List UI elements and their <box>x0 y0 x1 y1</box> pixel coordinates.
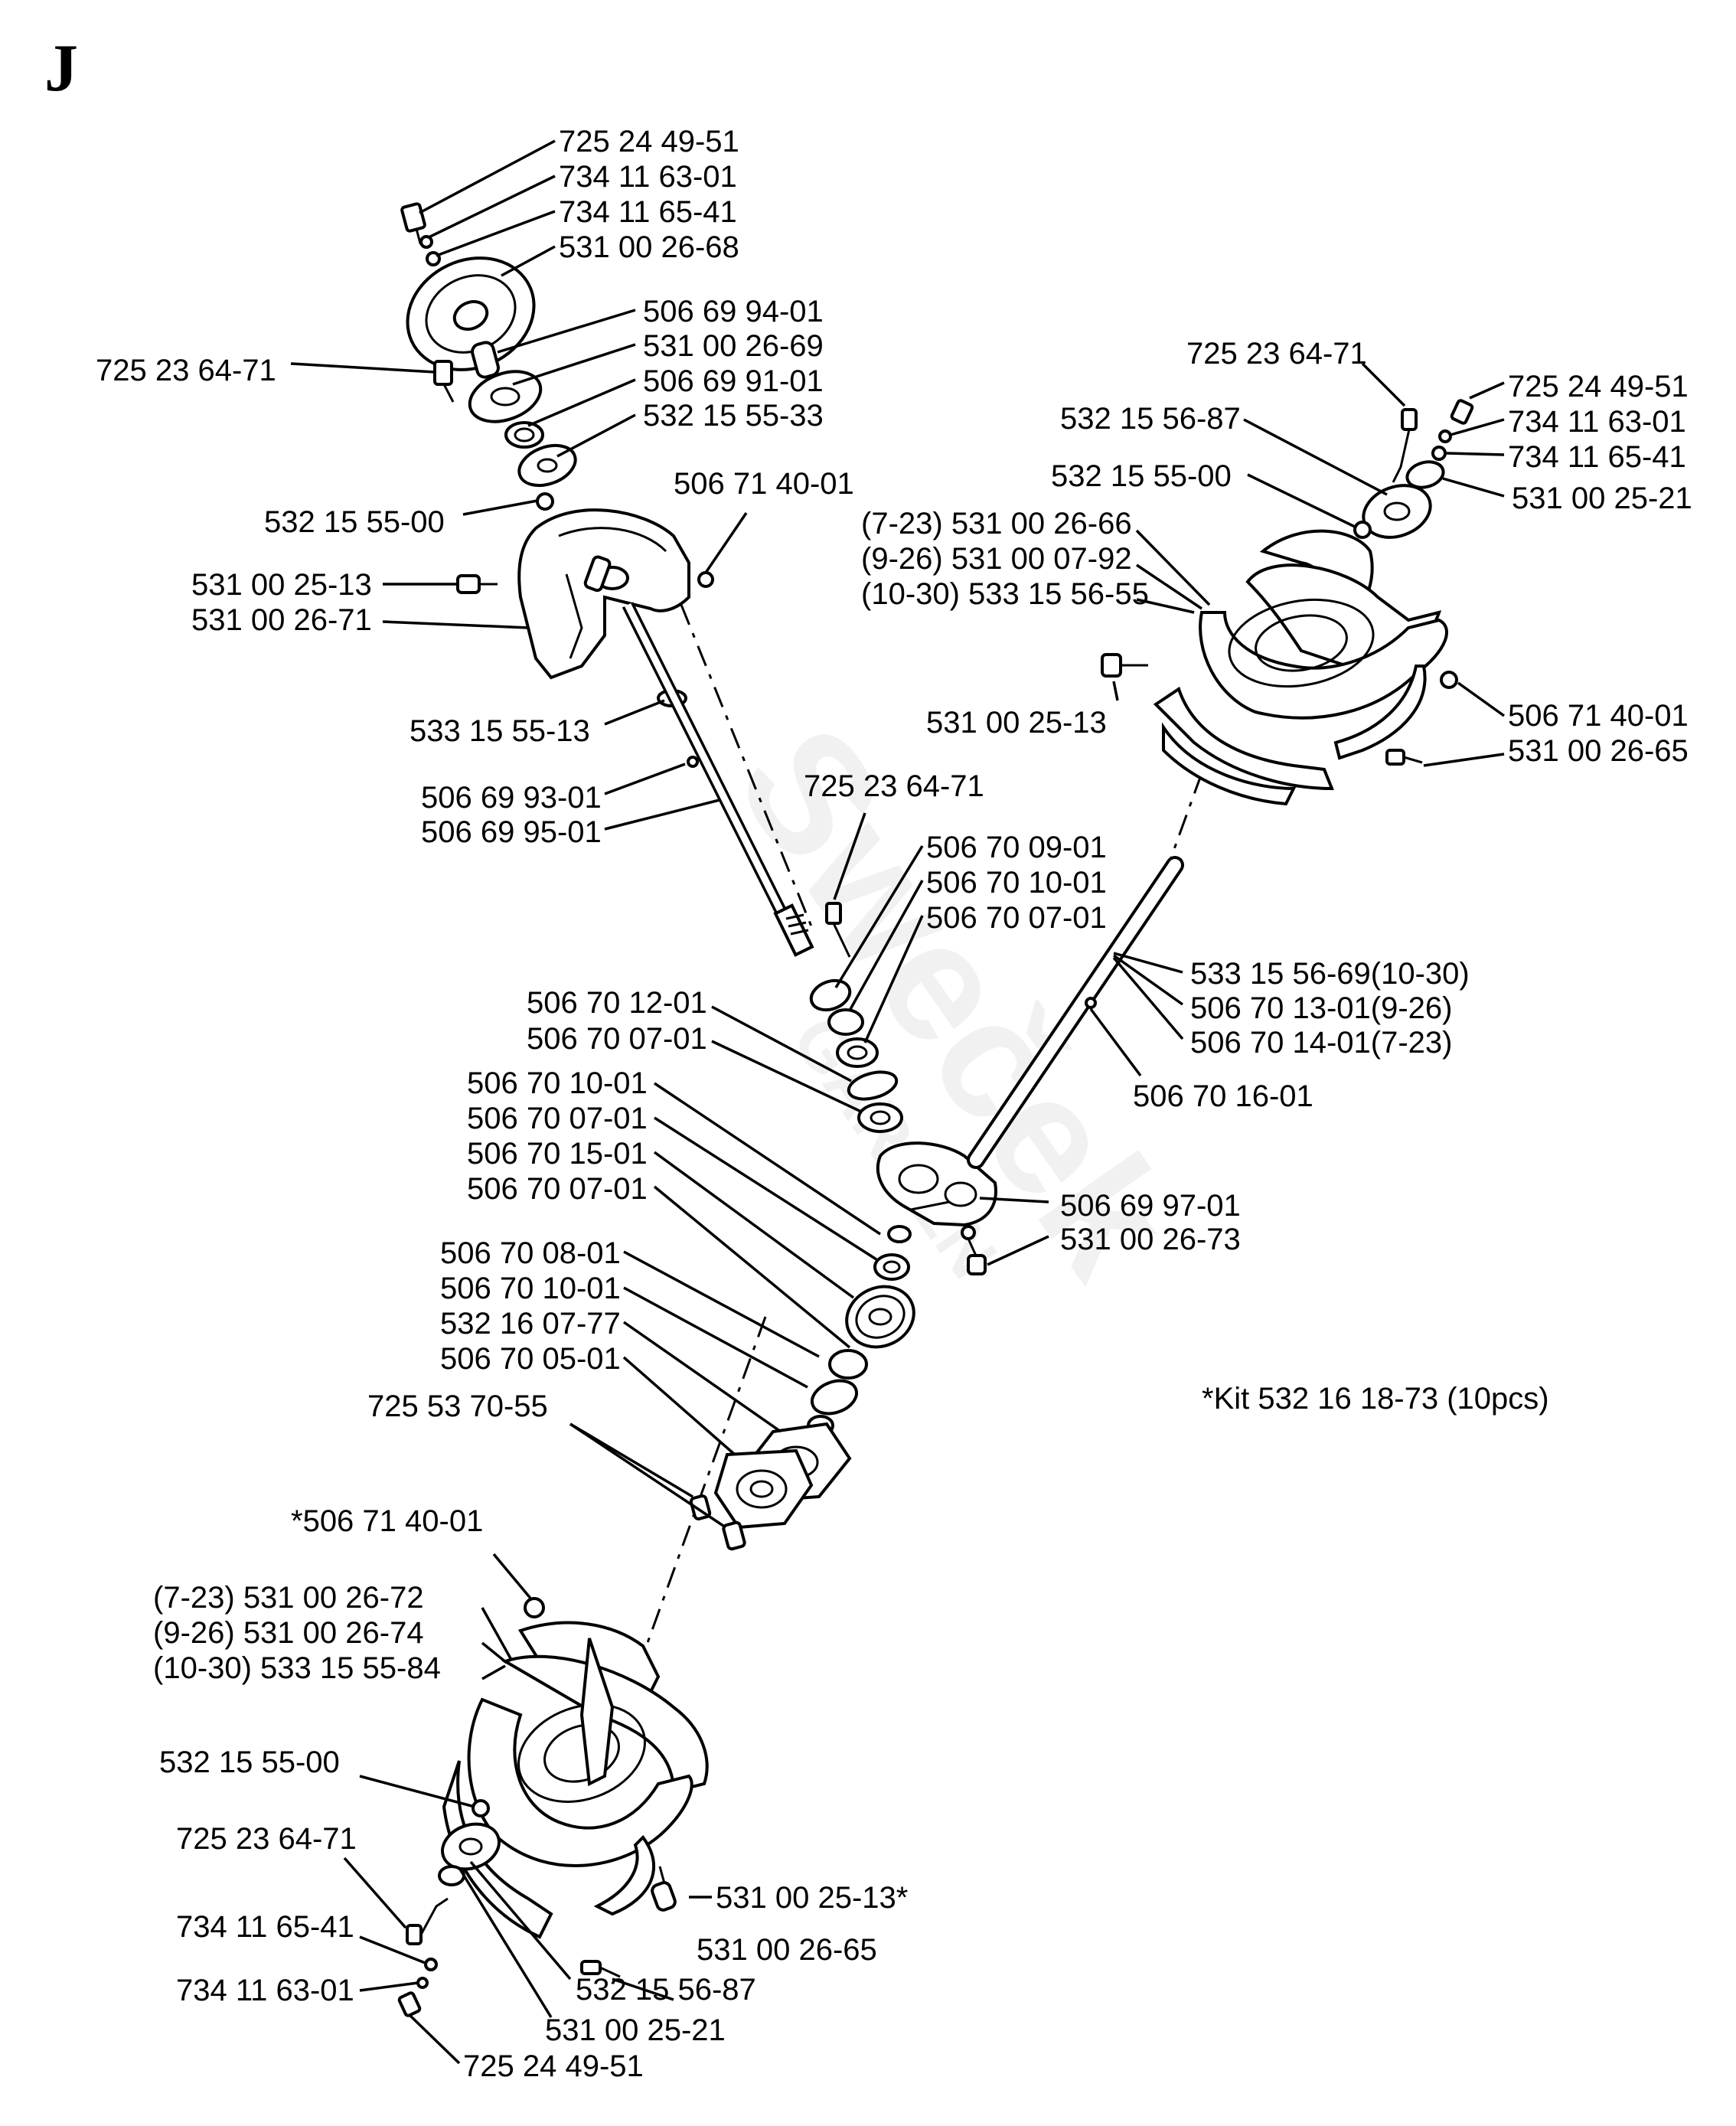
label-506-70-16-01: 506 70 16-01 <box>1133 1079 1313 1113</box>
label-532-15-56-87: 532 15 56-87 <box>576 1973 756 2007</box>
label-531-00-25-21: 531 00 25-21 <box>545 2013 726 2047</box>
label-725-23-64-71: 725 23 64-71 <box>96 354 276 387</box>
label-531-00-26-68: 531 00 26-68 <box>559 230 739 264</box>
label-531-00-26-69: 531 00 26-69 <box>643 329 824 363</box>
label-506-71-40-01-star: *506 71 40-01 <box>291 1504 483 1538</box>
label-506-70-15-01: 506 70 15-01 <box>467 1137 648 1171</box>
label-725-23-64-71: 725 23 64-71 <box>1186 337 1367 371</box>
middle-gear-stack <box>809 902 903 1133</box>
label-734-11-63-01: 734 11 63-01 <box>559 160 737 194</box>
label-506-70-13-01: 506 70 13-01(9-26) <box>1190 991 1452 1025</box>
label-506-71-40-01: 506 71 40-01 <box>674 467 854 501</box>
label-10-30-533-15-56-55: (10-30) 533 15 56-55 <box>861 577 1149 611</box>
leader-lines <box>290 139 1506 2065</box>
label-9-26-531-00-07-92: (9-26) 531 00 07-92 <box>861 542 1132 576</box>
label-506-70-08-01: 506 70 08-01 <box>440 1236 621 1270</box>
label-533-15-56-69: 533 15 56-69(10-30) <box>1190 957 1470 991</box>
label-725-23-64-71: 725 23 64-71 <box>804 769 984 803</box>
label-734-11-65-41: 734 11 65-41 <box>1508 440 1686 474</box>
label-10-30-533-15-55-84: (10-30) 533 15 55-84 <box>153 1651 441 1685</box>
section-title: J <box>44 31 78 106</box>
label-531-00-26-65: 531 00 26-65 <box>697 1933 877 1967</box>
label-506-70-09-01: 506 70 09-01 <box>926 831 1107 864</box>
label-506-70-12-01: 506 70 12-01 <box>527 986 707 1020</box>
label-506-70-07-01: 506 70 07-01 <box>527 1022 707 1056</box>
kit-note: *Kit 532 16 18-73 (10pcs) <box>1202 1382 1549 1416</box>
upper-shaft <box>622 602 814 957</box>
label-531-00-26-65: 531 00 26-65 <box>1508 734 1689 768</box>
label-532-15-55-33: 532 15 55-33 <box>643 399 824 433</box>
label-532-16-07-77: 532 16 07-77 <box>440 1307 621 1341</box>
label-734-11-63-01: 734 11 63-01 <box>1508 405 1686 439</box>
label-506-70-10-01: 506 70 10-01 <box>467 1066 648 1100</box>
label-531-00-25-13: 531 00 25-13 <box>926 706 1107 740</box>
gearbox-housing <box>876 1141 997 1275</box>
label-7-23-531-00-26-72: (7-23) 531 00 26-72 <box>153 1581 424 1615</box>
long-axle <box>967 856 1184 1169</box>
label-725-53-70-55: 725 53 70-55 <box>367 1390 548 1423</box>
top-hub-assembly <box>400 202 577 511</box>
label-725-24-49-51: 725 24 49-51 <box>559 125 739 158</box>
label-506-70-07-01: 506 70 07-01 <box>467 1102 648 1135</box>
label-506-69-97-01: 506 69 97-01 <box>1060 1189 1241 1223</box>
label-734-11-65-41: 734 11 65-41 <box>559 195 737 229</box>
label-734-11-65-41: 734 11 65-41 <box>176 1910 354 1944</box>
label-506-69-91-01: 506 69 91-01 <box>643 364 824 398</box>
label-531-00-25-13-star: 531 00 25-13* <box>716 1881 908 1915</box>
part-labels: 725 24 49-51 734 11 63-01 734 11 65-41 5… <box>96 125 1692 2083</box>
label-532-15-55-00: 532 15 55-00 <box>1051 459 1232 493</box>
label-9-26-531-00-26-74: (9-26) 531 00 26-74 <box>153 1616 424 1650</box>
label-734-11-63-01: 734 11 63-01 <box>176 1974 354 2007</box>
label-532-15-56-87: 532 15 56-87 <box>1060 402 1241 436</box>
label-506-70-05-01: 506 70 05-01 <box>440 1342 621 1376</box>
label-506-70-07-01: 506 70 07-01 <box>926 901 1107 935</box>
lower-gear-stack <box>689 1225 915 1551</box>
label-506-70-07-01: 506 70 07-01 <box>467 1172 648 1206</box>
label-506-70-10-01: 506 70 10-01 <box>440 1272 621 1305</box>
label-7-23-531-00-26-66: (7-23) 531 00 26-66 <box>861 507 1132 540</box>
label-533-15-55-13: 533 15 55-13 <box>410 714 590 748</box>
right-tine-assembly <box>1101 399 1474 806</box>
label-506-69-93-01: 506 69 93-01 <box>421 781 602 815</box>
label-725-24-49-51: 725 24 49-51 <box>1508 370 1689 403</box>
label-506-71-40-01: 506 71 40-01 <box>1508 699 1689 733</box>
gear-housing-cover <box>456 508 714 707</box>
bottom-tine-assembly <box>397 1597 709 2017</box>
label-506-70-14-01: 506 70 14-01(7-23) <box>1190 1026 1452 1060</box>
label-531-00-26-73: 531 00 26-73 <box>1060 1223 1241 1256</box>
label-506-69-95-01: 506 69 95-01 <box>421 815 602 849</box>
label-506-70-10-01: 506 70 10-01 <box>926 866 1107 900</box>
label-725-23-64-71: 725 23 64-71 <box>176 1822 357 1856</box>
label-531-00-25-13: 531 00 25-13 <box>191 568 372 602</box>
label-506-69-94-01: 506 69 94-01 <box>643 295 824 328</box>
label-532-15-55-00: 532 15 55-00 <box>264 505 445 539</box>
label-531-00-26-71: 531 00 26-71 <box>191 603 372 637</box>
label-532-15-55-00: 532 15 55-00 <box>159 1746 340 1779</box>
label-725-24-49-51: 725 24 49-51 <box>463 2049 644 2083</box>
label-531-00-25-21: 531 00 25-21 <box>1512 482 1692 515</box>
